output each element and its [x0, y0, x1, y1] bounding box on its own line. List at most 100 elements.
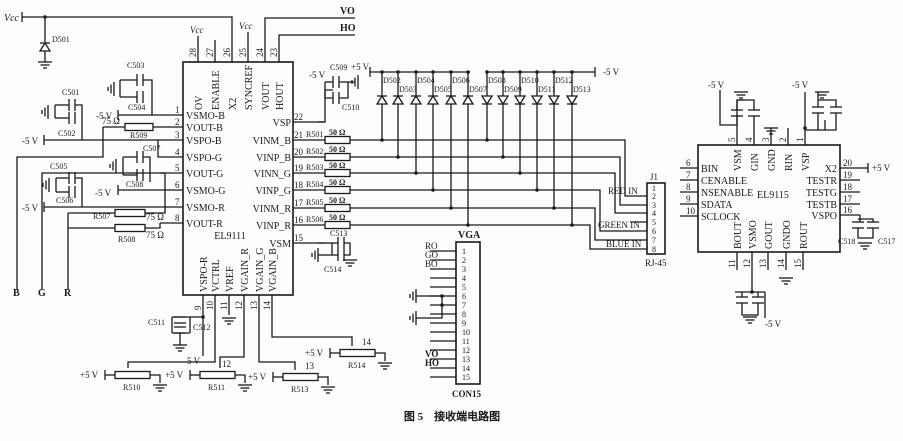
pin-number: 3: [462, 265, 466, 274]
el9111-name: EL9111: [214, 231, 245, 242]
diode-label: D506: [452, 76, 470, 85]
diode-icon: [530, 95, 544, 106]
diode-icon: [375, 94, 389, 105]
resistor-label: R504: [306, 180, 323, 189]
diode-label: D510: [521, 76, 539, 85]
pin-name: VSM: [269, 239, 291, 250]
pin-name: VSMO-B: [186, 111, 225, 122]
vo-net: [264, 17, 355, 40]
vo-label: VO: [340, 6, 355, 17]
pin-number: 18: [843, 182, 853, 192]
bo-label: BO: [425, 259, 438, 269]
c504-label: C504: [128, 103, 145, 112]
pin-number: 5: [462, 283, 466, 292]
pin-name: VSMO-G: [186, 186, 225, 197]
potentiometer: [282, 372, 319, 382]
pin-name: OV: [194, 95, 205, 110]
junction-dot: [570, 70, 574, 74]
c503-label: C503: [127, 61, 144, 70]
c506-label: C506: [56, 196, 73, 205]
pin-name: VINP_G: [255, 186, 291, 197]
pin-number: 26: [222, 48, 232, 58]
junction-dot: [380, 70, 384, 74]
pin-name: BOUT: [733, 222, 744, 249]
neg5-label: -5 V: [184, 356, 201, 366]
el9111-chip: [182, 61, 294, 296]
junction-dot: [485, 70, 489, 74]
pin-number: 19: [843, 170, 853, 180]
pin-number: 7: [175, 197, 180, 207]
pin-number: 18: [294, 180, 304, 190]
signal-net: [350, 139, 647, 197]
pin-number: 6: [686, 158, 691, 168]
junction-dot: [449, 70, 453, 74]
junction-dot: [396, 70, 400, 74]
neg5-label: -5 V: [95, 188, 112, 198]
pin-number: 7: [686, 170, 691, 180]
pin-number: 15: [462, 373, 470, 382]
pin-name: VSPO: [811, 211, 837, 222]
r508-value: 75 Ω: [146, 230, 164, 240]
con15-label: CON15: [452, 389, 481, 399]
c513-label: C513: [330, 229, 347, 238]
pin-number: 2: [175, 117, 180, 127]
go-label: GO: [425, 250, 438, 260]
diode-icon: [38, 41, 52, 52]
pin-name: VSMO-R: [186, 203, 225, 214]
resistor-label: R505: [306, 198, 323, 207]
pot-label: R511: [208, 383, 225, 392]
junction-dot: [466, 70, 470, 74]
pin-name: CENABLE: [701, 176, 747, 187]
el9115-chip: [697, 144, 841, 253]
b-net-label: B: [13, 288, 20, 299]
pin-name: X2: [825, 164, 837, 175]
neg5-label: -5 V: [708, 80, 725, 90]
pin-name: HOUT: [275, 82, 286, 110]
pin-name: SYNCREF: [244, 65, 255, 110]
pos5-label: +5 V: [80, 370, 99, 380]
signal-net: [350, 224, 647, 250]
pin-number: 9: [462, 319, 466, 328]
wire: [318, 376, 329, 385]
pin-name: VCTRL: [211, 259, 222, 292]
el9115-name: EL9115: [757, 190, 789, 201]
c518-label: C518: [838, 237, 855, 246]
pos5-label: +5 V: [165, 370, 184, 380]
ho-label: HO: [340, 23, 356, 34]
neg5-label: -5 V: [22, 203, 39, 213]
pin-number: 2: [778, 138, 788, 143]
pin-name: VSPO-B: [186, 136, 222, 147]
wire: [344, 242, 351, 256]
neg5-label: -5 V: [765, 319, 782, 329]
pin-name: VOUT-B: [186, 123, 223, 134]
c501-label: C501: [62, 88, 79, 97]
pin-number: 16: [843, 205, 853, 215]
junction-dot: [440, 303, 444, 307]
vga-title: VGA: [458, 230, 481, 241]
diode-label: D503: [399, 85, 417, 94]
vcc-label: Vcc: [239, 21, 253, 31]
pin-number: 1: [462, 247, 466, 256]
pin-number: 6: [652, 227, 656, 236]
g-net: [41, 172, 160, 290]
r507-resistor: [114, 208, 146, 218]
d501-label: D501: [52, 35, 70, 44]
wire: [375, 352, 386, 361]
c507-label: C507: [143, 144, 160, 153]
junction-dot: [431, 70, 435, 74]
pin-name: SDATA: [701, 200, 733, 211]
c508-label: C508: [126, 180, 143, 189]
junction-dot: [414, 70, 418, 74]
pin-number: 23: [269, 48, 279, 58]
wire: [271, 315, 353, 346]
junction-dot: [803, 126, 807, 130]
wire: [805, 120, 826, 131]
diode-icon: [547, 95, 561, 106]
diode-label: D511: [538, 85, 555, 94]
wire: [318, 89, 333, 123]
pot-pin-label: 12: [222, 359, 231, 369]
c510-label: C510: [342, 103, 359, 112]
r509-label: R509: [130, 131, 147, 140]
r507-value: 75 Ω: [146, 212, 164, 222]
diode-label: D512: [555, 76, 573, 85]
